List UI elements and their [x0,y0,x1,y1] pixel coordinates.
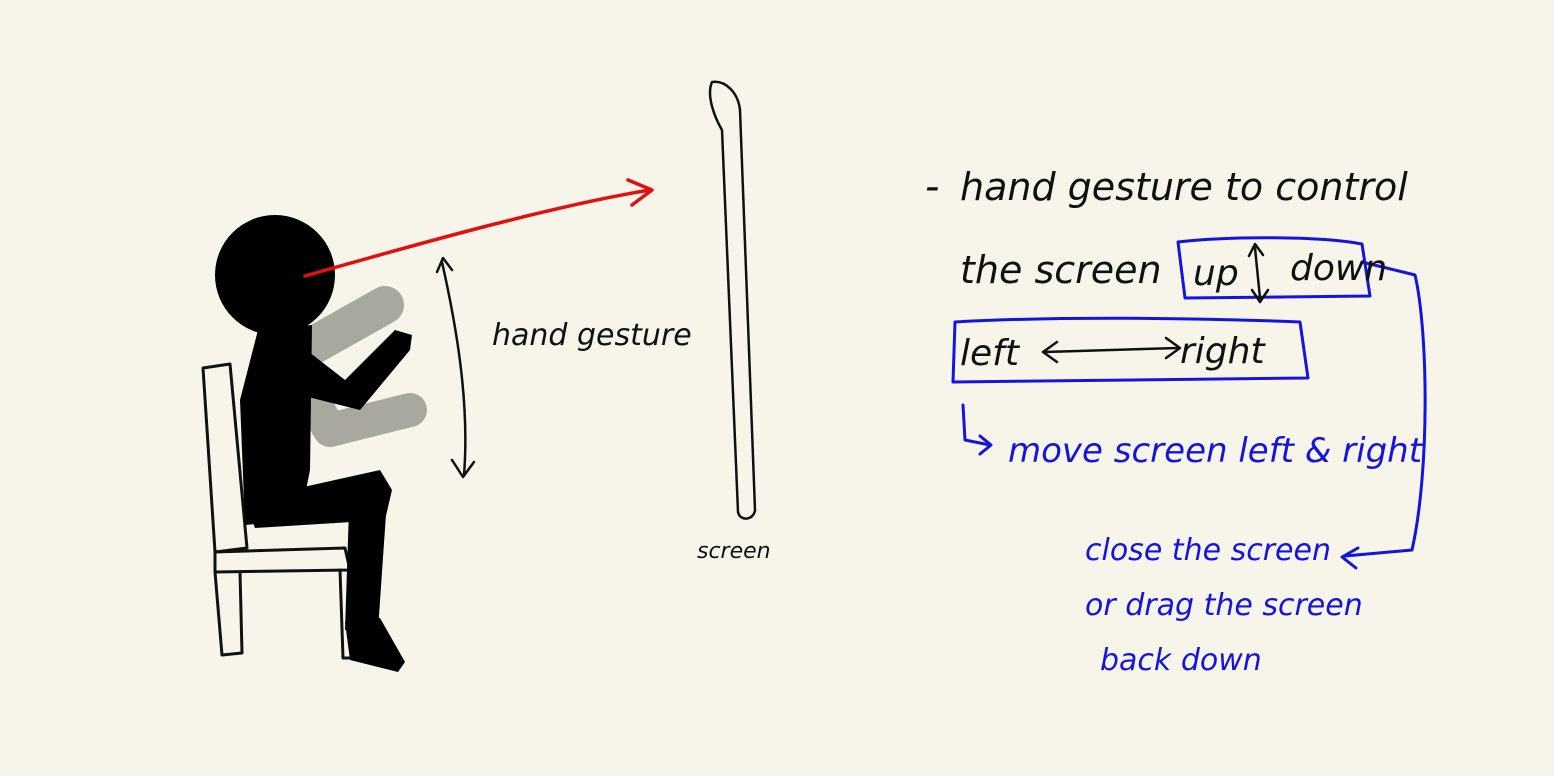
close-note-line-3: back down [1100,643,1262,678]
up-down-arrow-icon [1247,242,1270,304]
left-label: left [960,333,1021,374]
down-label: down [1290,248,1387,289]
move-note-arrow-icon [961,403,993,456]
person-silhouette-icon [215,215,412,672]
close-note-line-2: or drag the screen [1085,588,1363,623]
move-note: move screen left & right [1008,431,1424,471]
person-arm [300,330,412,410]
person-head [215,215,335,335]
ghost-arm-upper [286,286,404,369]
bullet-dash: - [925,164,939,210]
screen-label: screen [697,539,771,564]
gaze-arrow-icon [303,178,654,278]
close-note-line-1: close the screen [1085,533,1331,568]
right-label: right [1180,331,1266,372]
left-right-arrow-icon [1041,336,1182,364]
person-leg [345,480,388,630]
person-foot [345,618,405,672]
vertical-motion-arrow-icon [435,256,476,479]
left-right-box [951,316,1310,384]
screen-panel-icon [708,80,757,520]
up-label: up [1193,253,1239,294]
person-torso [240,325,312,525]
note-line-2: the screen [960,248,1162,292]
hand-gesture-label: hand gesture [492,318,692,353]
note-line-1: hand gesture to control [960,165,1408,209]
up-down-box [1176,236,1427,570]
